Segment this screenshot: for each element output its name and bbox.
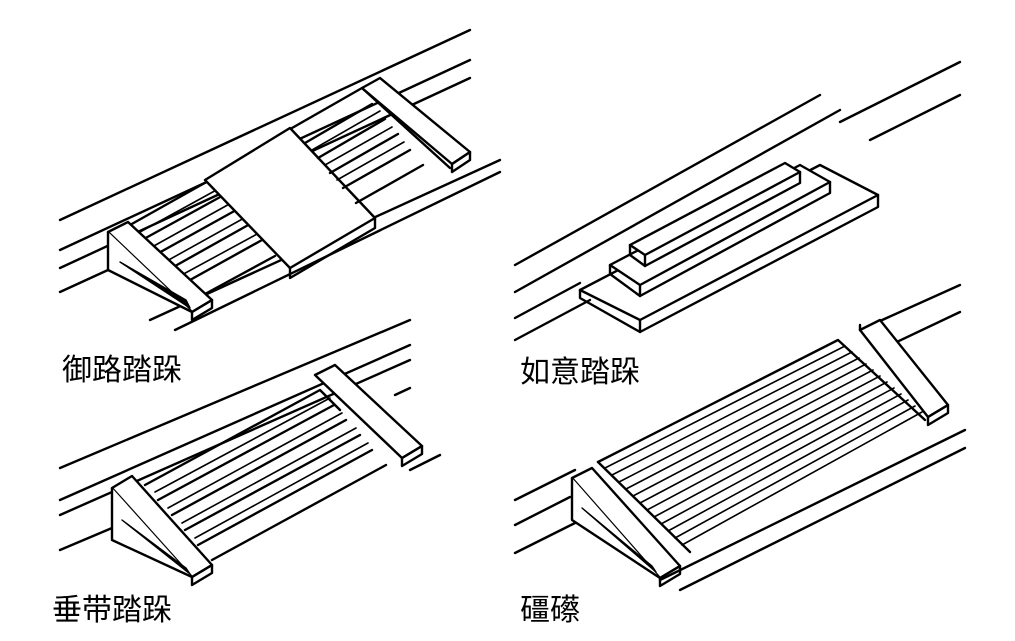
yulu-side-slabs bbox=[106, 76, 472, 322]
caption-ruyi-taduo: 如意踏跺 bbox=[520, 355, 640, 390]
chuidai-stair-treads bbox=[143, 388, 388, 562]
yulu-left-stair-treads bbox=[128, 178, 277, 302]
ruyi-taduo-drawing bbox=[513, 60, 962, 342]
yulu-imperial-ramp-slab bbox=[203, 126, 377, 280]
yulu-taduo-drawing bbox=[58, 28, 502, 332]
caption-yulu-taduo: 御路踏跺 bbox=[62, 353, 182, 388]
ruyi-stacked-steps bbox=[578, 161, 880, 334]
chuidai-taduo-drawing bbox=[58, 318, 442, 587]
jiangca-drawing bbox=[513, 283, 967, 592]
yulu-right-stair-treads bbox=[290, 86, 452, 205]
jiangca-ramp-grooves bbox=[596, 338, 927, 554]
caption-chuidai-taduo: 垂带踏跺 bbox=[52, 593, 172, 628]
jiangca-side-slabs bbox=[570, 318, 950, 588]
chuidai-side-slabs bbox=[110, 363, 424, 587]
jiangca-wall-lines bbox=[513, 283, 967, 592]
ruyi-wall-lines bbox=[513, 60, 962, 342]
caption-jiangca: 礓礤 bbox=[520, 593, 580, 628]
